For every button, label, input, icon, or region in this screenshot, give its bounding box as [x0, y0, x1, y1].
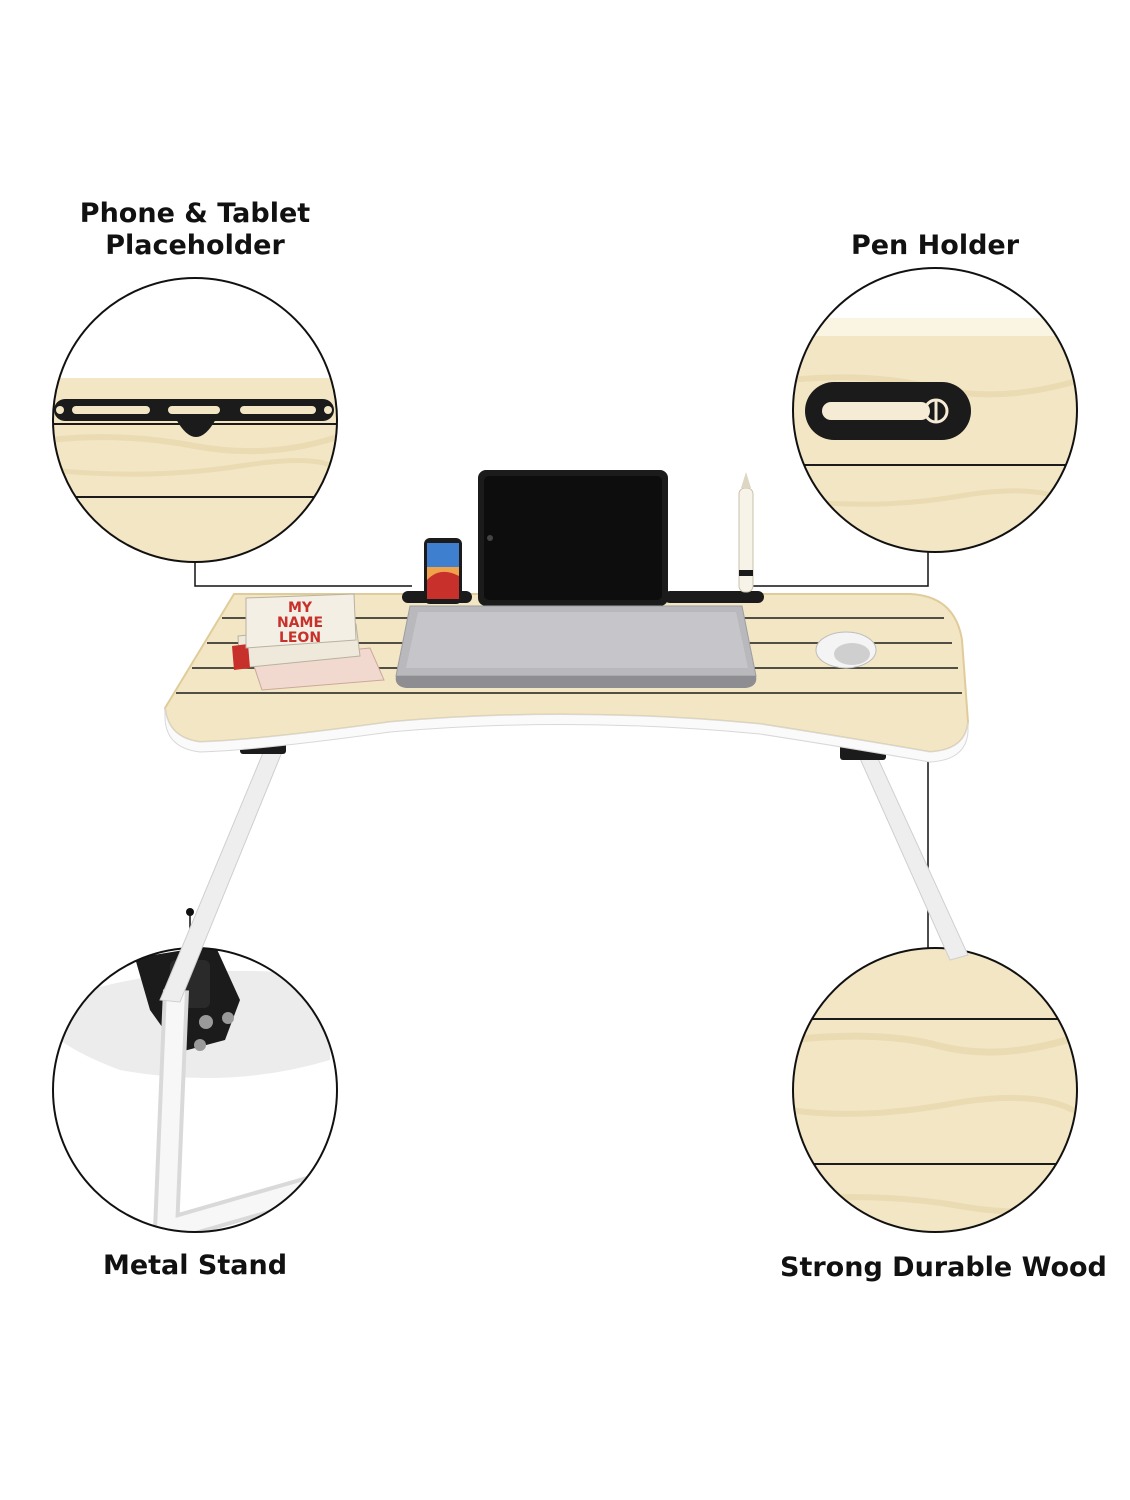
mouse-device: [815, 631, 877, 669]
callout-metal-dot: [186, 908, 194, 916]
tablet-device: [478, 470, 668, 606]
tablet-slot-icon: [54, 399, 334, 437]
book-title-line1: MY: [288, 600, 313, 616]
metal-stand-label: Metal Stand: [102, 1250, 288, 1281]
phone-device: [424, 538, 462, 604]
wood-zoom-circle: [792, 947, 1078, 1233]
book-title-line3: LEON: [279, 630, 321, 646]
laptop-device: [395, 605, 757, 688]
pen-holder-label: Pen Holder: [850, 230, 1020, 261]
callout-phone: [194, 562, 412, 587]
phone-tablet-label-line2: Placeholder: [105, 230, 285, 261]
pen-holder-zoom-circle: [792, 267, 1078, 553]
pen-slot-icon: [805, 382, 971, 440]
book-title-line2: NAME: [277, 615, 323, 631]
metal-stand-zoom-circle: [52, 947, 338, 1233]
phone-tablet-zoom-circle: [52, 277, 338, 563]
phone-tablet-label-line1: Phone & Tablet: [79, 198, 311, 229]
book-stack: MY NAME LEON: [232, 593, 385, 691]
pen-object: [738, 472, 754, 593]
table-legs: [159, 732, 969, 1003]
callout-pen: [745, 552, 929, 587]
wood-label: Strong Durable Wood: [780, 1252, 1107, 1283]
phone-tablet-label: Phone & Tablet Placeholder: [60, 198, 330, 262]
